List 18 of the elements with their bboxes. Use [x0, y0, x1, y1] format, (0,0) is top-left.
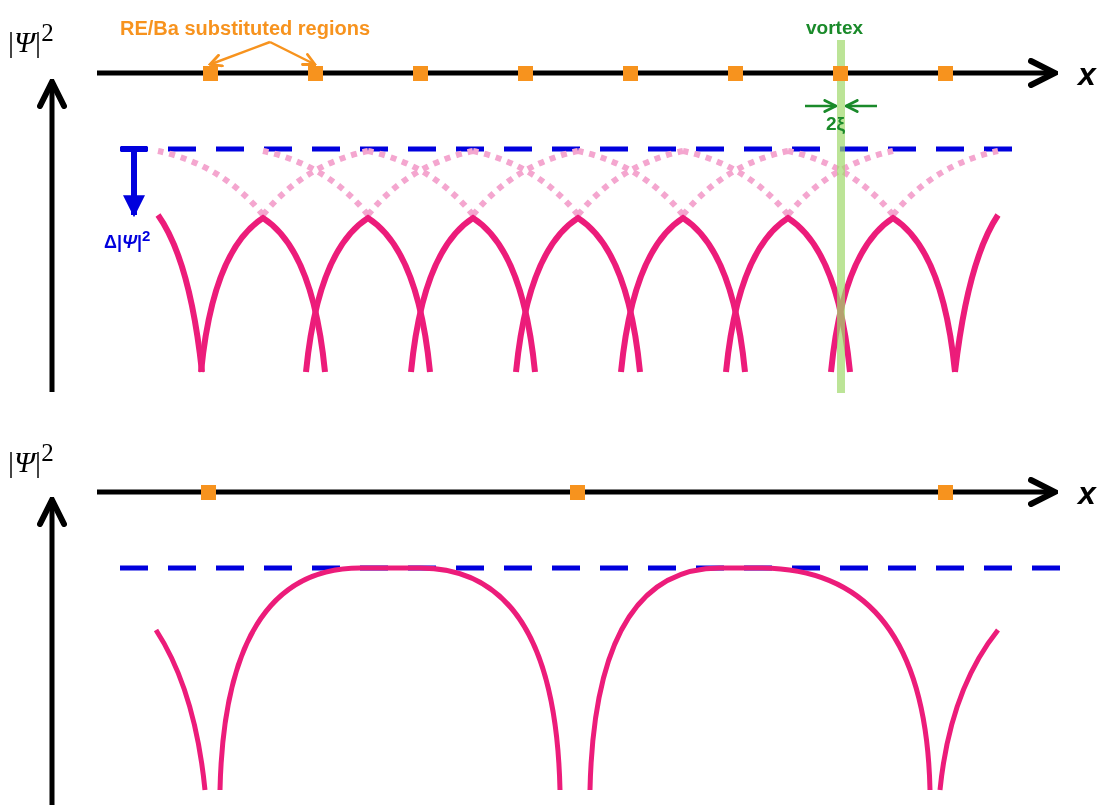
dimension-label: 2ξ — [826, 114, 846, 133]
axis-label: |Ψ|$^{2}$ — [8, 440, 54, 477]
vortex-label: vortex — [806, 18, 864, 37]
substituted-region-square — [937, 484, 953, 500]
axis-label: |Ψ|$^{2}$ — [8, 20, 54, 57]
substituted-region-square — [517, 65, 533, 81]
delta-label: Δ|Ψ|$^{2}$ — [104, 228, 151, 251]
leader-line — [208, 40, 271, 68]
substituted-region-square — [200, 484, 216, 500]
substituted-region-square — [412, 65, 428, 81]
leader-line — [269, 40, 317, 66]
axis-label: x — [1078, 58, 1096, 90]
substituted-region-square — [569, 484, 585, 500]
substituted-region-square — [727, 65, 743, 81]
substituted-region-square — [937, 65, 953, 81]
axis-label: x — [1078, 477, 1096, 509]
region-label: RE/Ba substituted regions — [120, 18, 371, 38]
substituted-region-square — [622, 65, 638, 81]
